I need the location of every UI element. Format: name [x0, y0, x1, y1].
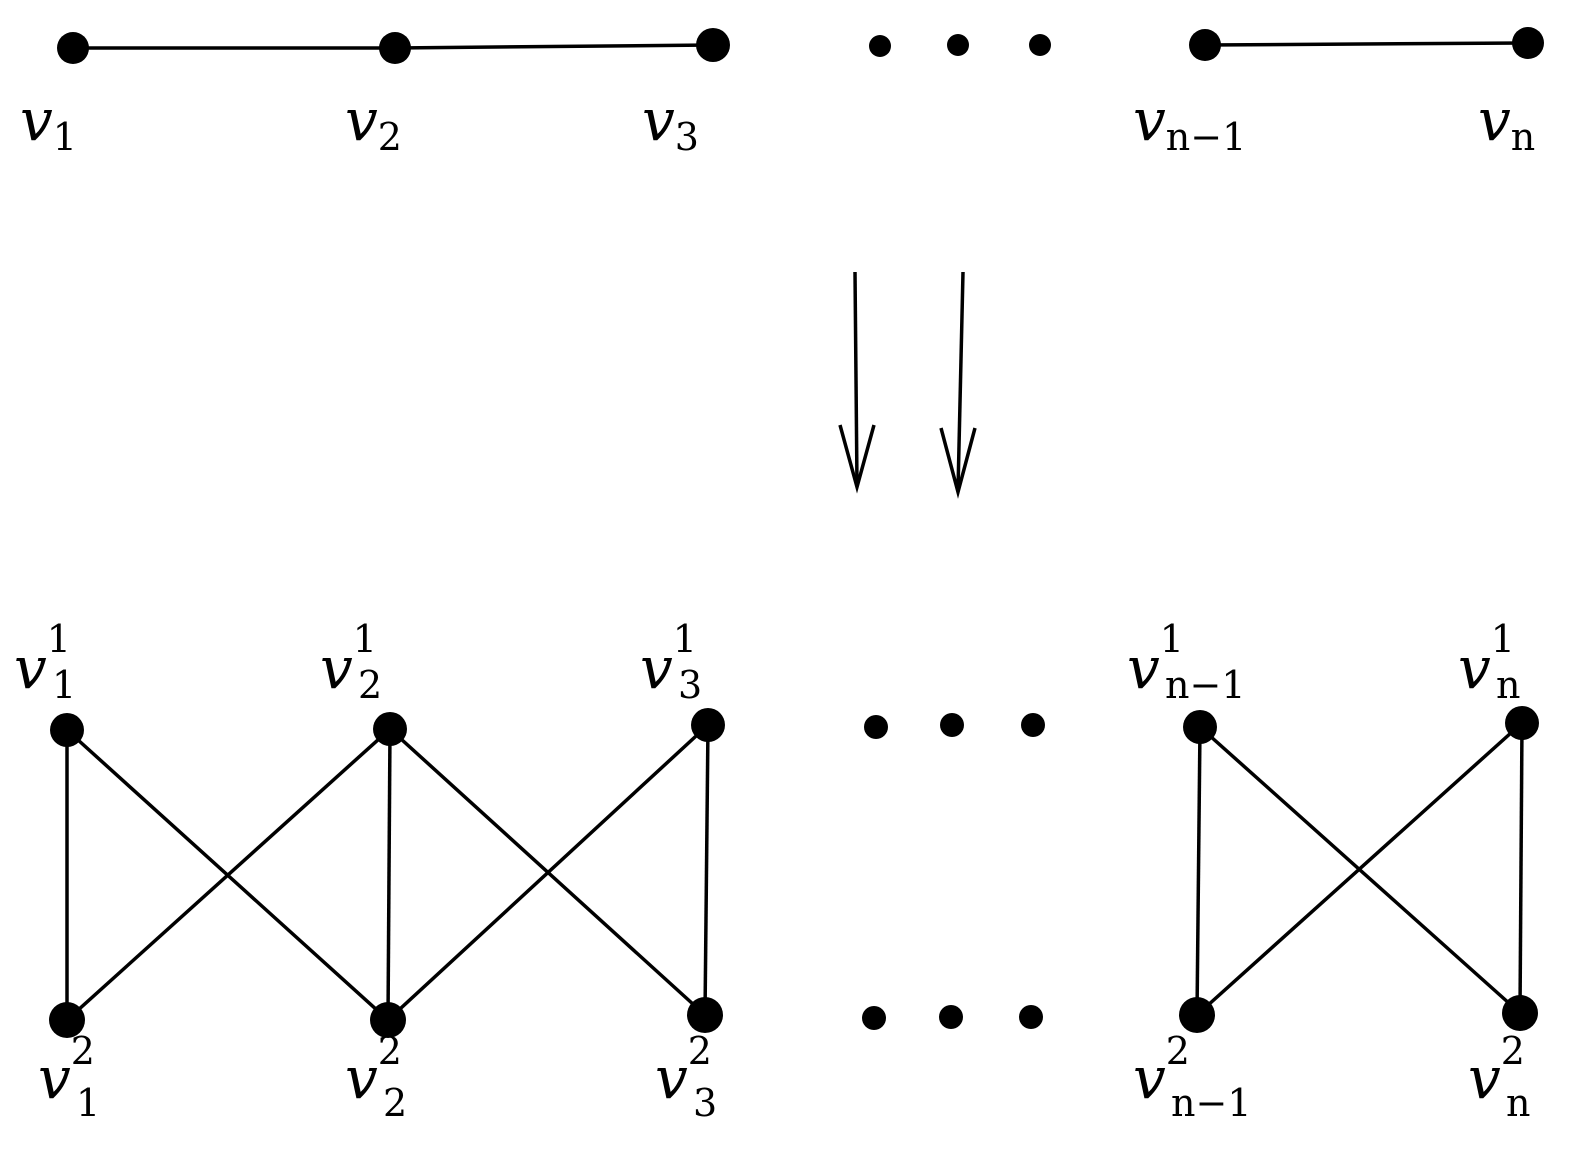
label-vn: vn [1478, 86, 1535, 159]
label-base: v [38, 1044, 71, 1112]
label-sub: n−1 [1171, 1081, 1252, 1125]
node-v1-2 [49, 1002, 85, 1038]
label-sub: 3 [675, 115, 699, 159]
edge-v2-1-v1-2 [65, 727, 392, 1022]
top-edge-v2-v3 [394, 43, 714, 50]
label-sub: 2 [358, 663, 382, 707]
label-v1: v1 [20, 86, 77, 159]
edge-v2-1-v2-2 [386, 728, 392, 1021]
edge-v3-1-v3-2 [703, 724, 710, 1016]
node-vn-1-1 [1183, 710, 1217, 744]
node-v1-1 [50, 713, 84, 747]
label-sup: 2 [1166, 1029, 1190, 1073]
top-node-vn [1512, 27, 1544, 59]
top-path: v1 v2 v3 vn−1 vn [20, 27, 1544, 159]
label-base: v [345, 1044, 378, 1112]
label-base: v [20, 86, 53, 154]
mid-ellipsis-dot [1021, 713, 1045, 737]
edge-vn-1-vn-2 [1518, 722, 1524, 1014]
node-v2-2 [370, 1002, 406, 1038]
down-arrows [838, 271, 977, 499]
arrow-shaft-left [853, 271, 859, 486]
label-sup: 1 [1491, 617, 1515, 661]
label-sub: 3 [678, 663, 702, 707]
label-sub: n [1511, 115, 1535, 159]
label-sub: n−1 [1165, 663, 1246, 707]
label-sub: 1 [53, 115, 77, 159]
label-base: v [1133, 86, 1166, 154]
top-ellipsis-dot [869, 35, 891, 57]
label-sub: 1 [76, 1081, 100, 1125]
label-sub: n [1506, 1081, 1530, 1125]
label-base: v [655, 1044, 688, 1112]
arrow-shaft-right [956, 271, 965, 491]
label-sup: 1 [353, 617, 377, 661]
top-node-v2 [379, 32, 411, 64]
label-base: v [345, 86, 378, 154]
node-vn-2 [1502, 995, 1538, 1031]
label-base: v [640, 634, 673, 702]
label-base: v [1133, 1044, 1166, 1112]
label-vn-2: v2 n [1468, 1029, 1530, 1125]
top-node-vn-1 [1189, 29, 1221, 61]
arrow-head-left [838, 424, 876, 494]
label-base: v [320, 634, 353, 702]
label-sup: 2 [688, 1029, 712, 1073]
label-v3-2: v2 3 [655, 1029, 717, 1125]
label-v2: v2 [345, 86, 402, 159]
top-node-v1 [57, 32, 89, 64]
label-vn-1-2: v2 n−1 [1133, 1029, 1252, 1125]
label-sup: 1 [673, 617, 697, 661]
top-ellipsis-dot [947, 34, 969, 56]
label-v3: v3 [642, 86, 699, 159]
top-edge-vn1-vn [1204, 41, 1529, 47]
label-sub: 2 [383, 1081, 407, 1125]
label-sub: n−1 [1166, 115, 1247, 159]
label-sup: 2 [71, 1029, 95, 1073]
node-v3-2 [687, 997, 723, 1033]
label-sup: 2 [378, 1029, 402, 1073]
label-sup: 1 [47, 617, 71, 661]
edge-vn-1-vn1-2 [1195, 721, 1524, 1017]
label-base: v [642, 86, 675, 154]
label-v1-2: v2 1 [38, 1029, 100, 1125]
edge-vn1-1-vn1-2 [1195, 726, 1202, 1016]
label-sub: 3 [693, 1081, 717, 1125]
label-base: v [1468, 1044, 1501, 1112]
label-base: v [1127, 634, 1160, 702]
edge-v3-1-v2-2 [386, 723, 710, 1022]
label-vn-1: vn−1 [1133, 86, 1246, 159]
label-sub: 2 [378, 115, 402, 159]
bottom-ellipsis-dot [939, 1005, 963, 1029]
mid-ellipsis-dot [864, 715, 888, 739]
top-node-v3 [696, 28, 730, 62]
label-sub: n [1496, 663, 1520, 707]
node-v3-1 [691, 708, 725, 742]
bottom-ellipsis-dot [862, 1006, 886, 1030]
node-vn-1-2 [1179, 997, 1215, 1033]
bottom-ellipsis-dot [1019, 1005, 1043, 1029]
label-sub: 1 [52, 663, 76, 707]
label-base: v [14, 634, 47, 702]
label-v2-2: v2 2 [345, 1029, 407, 1125]
arrow-head-right [939, 427, 977, 499]
mid-ellipsis-dot [940, 713, 964, 737]
label-base: v [1478, 86, 1511, 154]
node-v2-1 [373, 712, 407, 746]
label-sup: 2 [1501, 1029, 1525, 1073]
node-vn-1 [1505, 706, 1539, 740]
top-ellipsis-dot [1029, 34, 1051, 56]
label-sup: 1 [1160, 617, 1184, 661]
label-base: v [1458, 634, 1491, 702]
